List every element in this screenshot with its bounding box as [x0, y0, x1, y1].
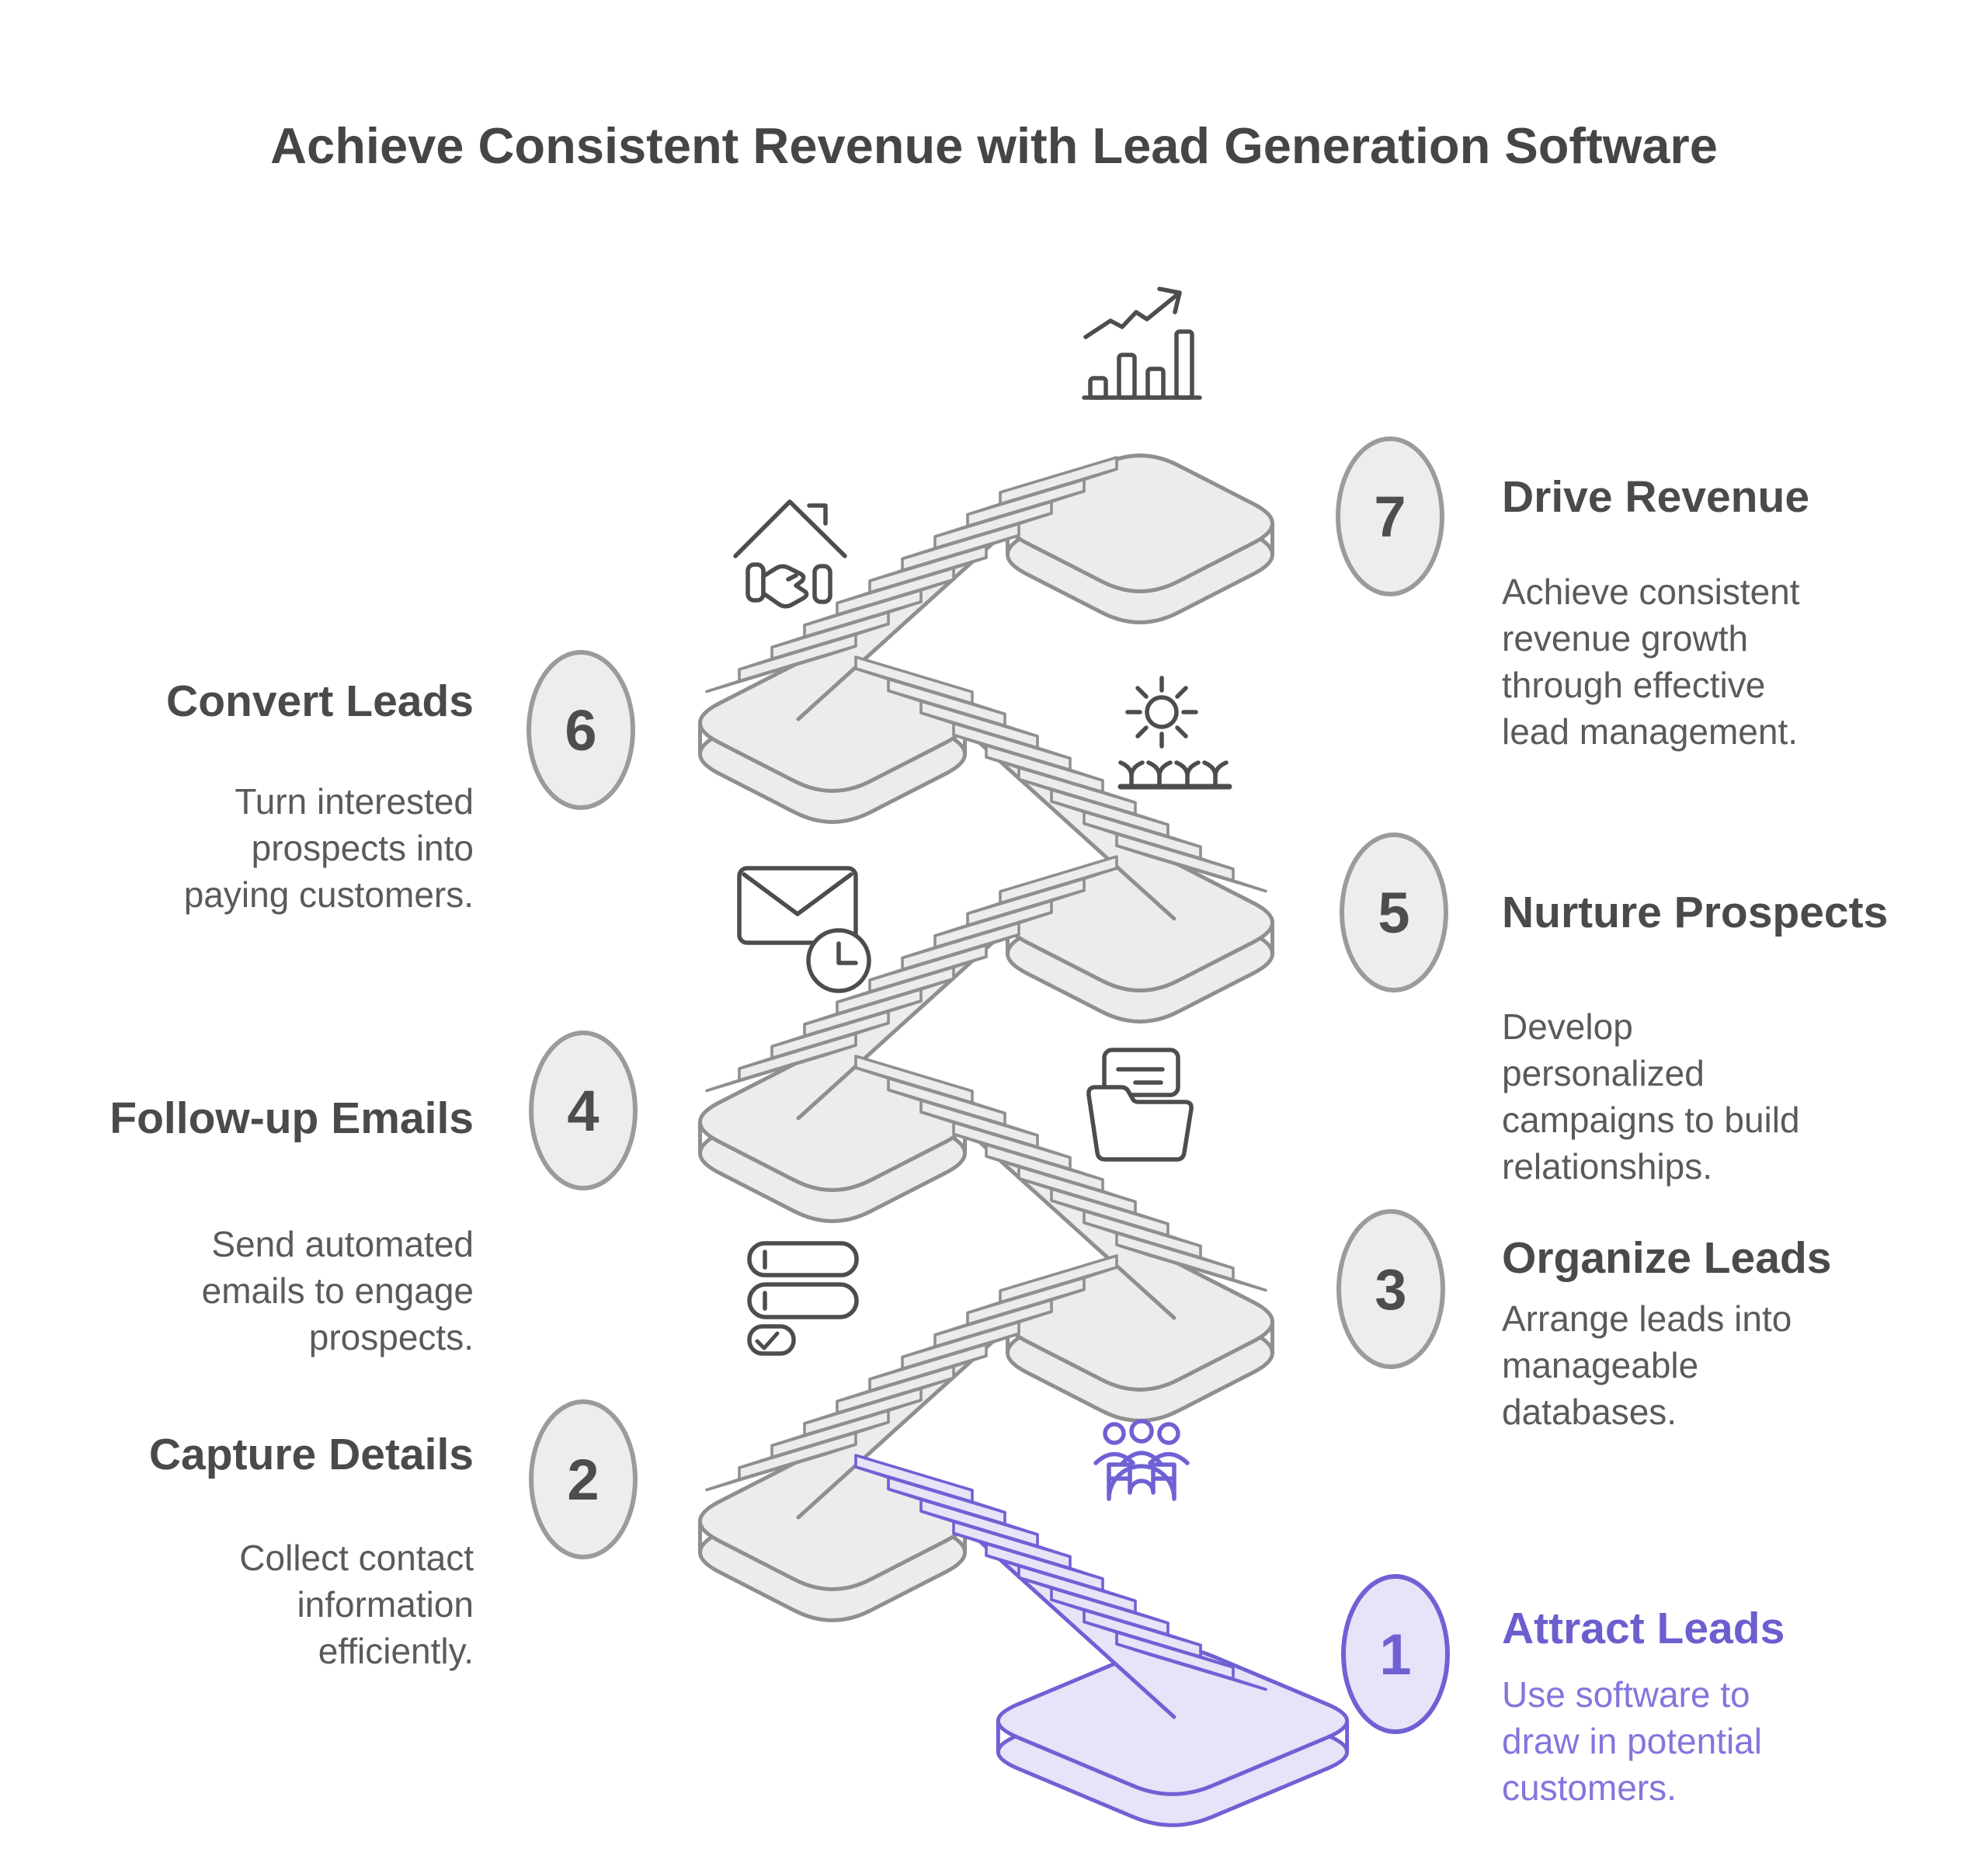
sun-sprouts-icon	[1117, 676, 1232, 790]
step-number-badge-4: 4	[529, 1031, 638, 1190]
step-number-badge-1: 1	[1341, 1574, 1450, 1734]
step-number: 3	[1375, 1256, 1407, 1322]
step-heading-5: Nurture Prospects	[1502, 888, 1889, 937]
house-handshake-icon	[733, 499, 847, 609]
step-number-badge-6: 6	[527, 650, 635, 810]
step-heading-7: Drive Revenue	[1502, 472, 1810, 522]
step-body-3: Arrange leads into manageable databases.	[1502, 1298, 1792, 1432]
form-fields-icon	[747, 1241, 859, 1356]
step-number: 2	[567, 1447, 600, 1512]
step-number-badge-3: 3	[1336, 1209, 1445, 1369]
step-body-6: Turn interested prospects into paying cu…	[183, 781, 474, 915]
step-number-badge-7: 7	[1336, 436, 1444, 596]
step-heading-2: Capture Details	[148, 1430, 474, 1479]
step-number: 7	[1374, 484, 1406, 549]
step-body-1: Use software to draw in potential custom…	[1502, 1674, 1762, 1808]
step-heading-6: Convert Leads	[166, 676, 474, 726]
step-number-badge-2: 2	[529, 1399, 638, 1559]
step-number-badge-5: 5	[1340, 832, 1448, 992]
page-title: Achieve Consistent Revenue with Lead Gen…	[270, 117, 1718, 174]
step-heading-3: Organize Leads	[1502, 1233, 1832, 1283]
step-number: 6	[565, 697, 597, 763]
step-body-4: Send automated emails to engage prospect…	[201, 1224, 474, 1357]
growth-chart-icon	[1082, 287, 1202, 400]
step-number: 1	[1379, 1621, 1412, 1687]
step-number: 4	[567, 1078, 600, 1143]
step-number: 5	[1378, 880, 1410, 945]
open-folder-icon	[1086, 1048, 1194, 1162]
step-body-7: Achieve consistent revenue growth throug…	[1502, 572, 1800, 752]
step-heading-4: Follow-up Emails	[109, 1093, 474, 1143]
step-body-5: Develop personalized campaigns to build …	[1502, 1006, 1800, 1187]
step-heading-1: Attract Leads	[1502, 1604, 1785, 1653]
envelope-clock-icon	[737, 866, 871, 993]
staircase-graphic	[697, 454, 1350, 1827]
magnet-people-icon	[1093, 1419, 1190, 1501]
step-body-2: Collect contact information efficiently.	[239, 1538, 474, 1671]
